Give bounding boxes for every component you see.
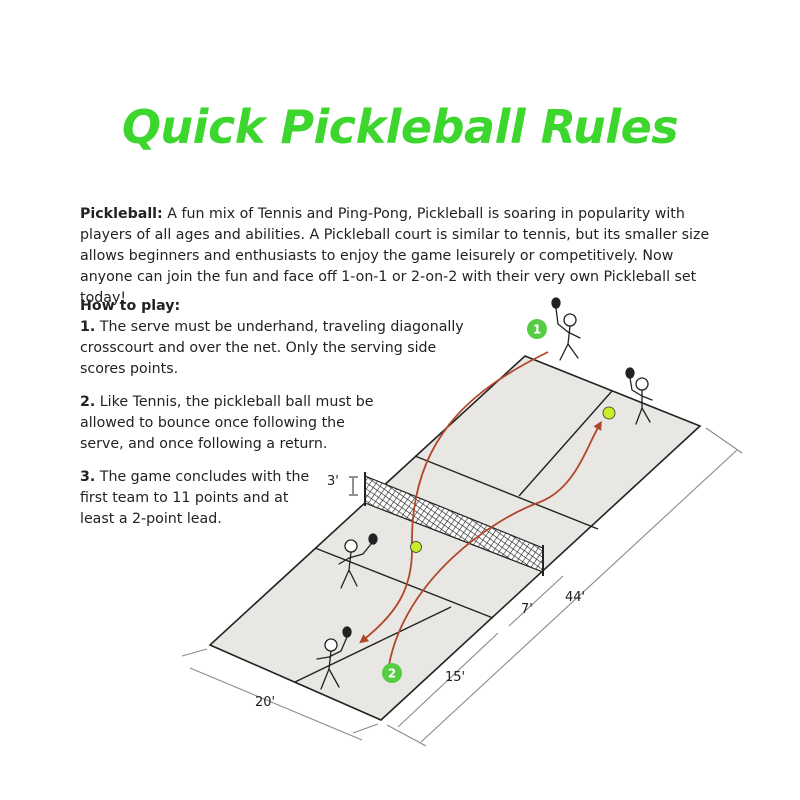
rule-step-2-text: Like Tennis, the pickleball ball must be… <box>80 394 374 452</box>
dimension-lines <box>181 427 743 747</box>
court-far-center-line <box>518 390 613 497</box>
ball-icon <box>602 406 616 420</box>
step-badge-2-label: 2 <box>388 667 396 681</box>
intro-text: A fun mix of Tennis and Ping-Pong, Pickl… <box>80 206 710 306</box>
length-extension-top <box>705 427 743 454</box>
length-dimension-line <box>420 449 738 743</box>
net-icon <box>364 472 544 576</box>
net-height-dimension: 3' <box>327 474 358 496</box>
rule-step-3-number: 3. <box>80 469 96 485</box>
rule-step-1: 1. The serve must be underhand, travelin… <box>80 317 470 380</box>
how-to-play: How to play: 1. The serve must be underh… <box>80 296 480 542</box>
service-dimension-line <box>397 632 499 728</box>
court-near-center-line <box>294 606 452 683</box>
service-dimension-label: 15' <box>445 670 465 685</box>
step-badge-2: 2 <box>382 663 402 683</box>
paddle-icon <box>625 367 635 379</box>
player-far-2 <box>625 367 653 425</box>
step-badge-1: 1 <box>527 319 547 339</box>
kitchen-line-near <box>314 547 494 619</box>
return-path <box>388 420 602 666</box>
kitchen-dimension-label: 7' <box>521 602 533 617</box>
rule-step-1-text: The serve must be underhand, traveling d… <box>80 319 464 377</box>
length-dimension-label: 44' <box>565 590 585 605</box>
ball-paths <box>359 351 602 666</box>
width-dimension-label: 20' <box>255 695 275 710</box>
player-near-1 <box>338 533 378 589</box>
paddle-icon <box>368 533 378 545</box>
kitchen-dimension-line <box>508 575 564 627</box>
intro-paragraph: Pickleball: A fun mix of Tennis and Ping… <box>80 204 730 309</box>
rule-step-2-number: 2. <box>80 394 96 410</box>
paddle-icon <box>342 626 352 638</box>
step-badge-1-label: 1 <box>533 323 541 337</box>
court-lines <box>294 390 613 683</box>
width-dimension-line <box>189 667 363 741</box>
serve-path <box>359 351 549 644</box>
length-extension-bottom <box>386 724 427 747</box>
player-near-2 <box>316 626 352 690</box>
how-to-play-heading: How to play: <box>80 298 181 314</box>
rule-step-2: 2. Like Tennis, the pickleball ball must… <box>80 392 380 455</box>
ball-icon-mid <box>410 541 422 553</box>
width-extension-right <box>352 723 379 734</box>
net-height-label: 3' <box>327 474 339 489</box>
rule-step-1-number: 1. <box>80 319 96 335</box>
intro-label: Pickleball: <box>80 206 163 222</box>
kitchen-line-far <box>414 455 599 530</box>
rule-step-3: 3. The game concludes with the first tea… <box>80 467 320 530</box>
player-icon <box>316 297 653 690</box>
player-far-1 <box>551 297 581 361</box>
paddle-icon <box>551 297 561 309</box>
page-title: Quick Pickleball Rules <box>121 100 679 154</box>
width-extension-left <box>181 648 208 657</box>
rule-step-3-text: The game concludes with the first team t… <box>80 469 310 527</box>
